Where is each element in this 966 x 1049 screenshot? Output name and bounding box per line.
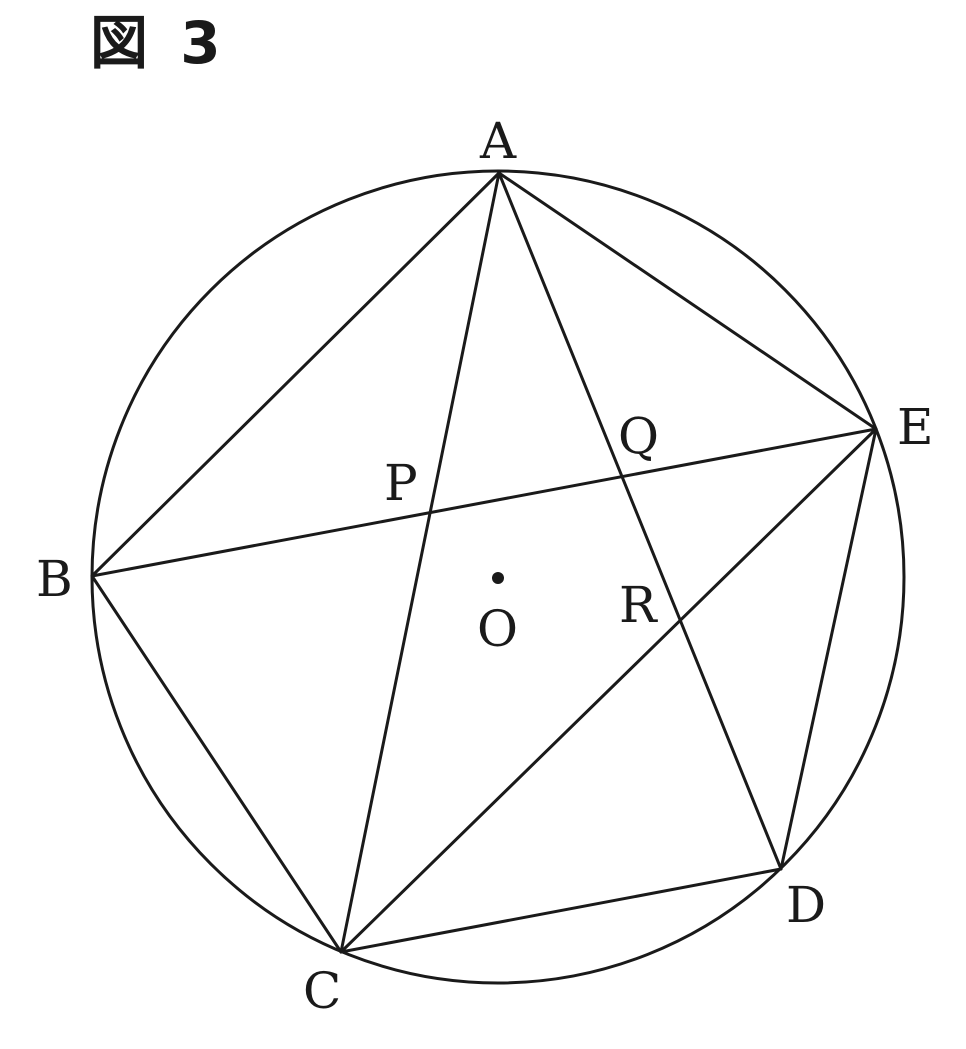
label-E: E [897, 398, 934, 456]
label-C: C [303, 962, 341, 1020]
segment-AC [339, 171, 501, 954]
segment-CD [339, 867, 783, 954]
segment-CE [339, 427, 878, 954]
segment-AD [497, 171, 783, 871]
label-Q: Q [618, 407, 659, 465]
label-R: R [619, 576, 658, 634]
segment-AB [90, 171, 501, 578]
label-A: A [479, 112, 517, 170]
segment-DE [779, 427, 878, 871]
label-O: O [477, 600, 518, 658]
figure-title: 図 3 [90, 9, 227, 77]
center-point-O [492, 572, 504, 584]
segment-EA [497, 171, 878, 431]
segment-BC [90, 574, 343, 954]
label-B: B [36, 550, 73, 608]
segment-BE [90, 427, 878, 578]
label-P: P [384, 454, 418, 512]
label-D: D [786, 876, 826, 934]
